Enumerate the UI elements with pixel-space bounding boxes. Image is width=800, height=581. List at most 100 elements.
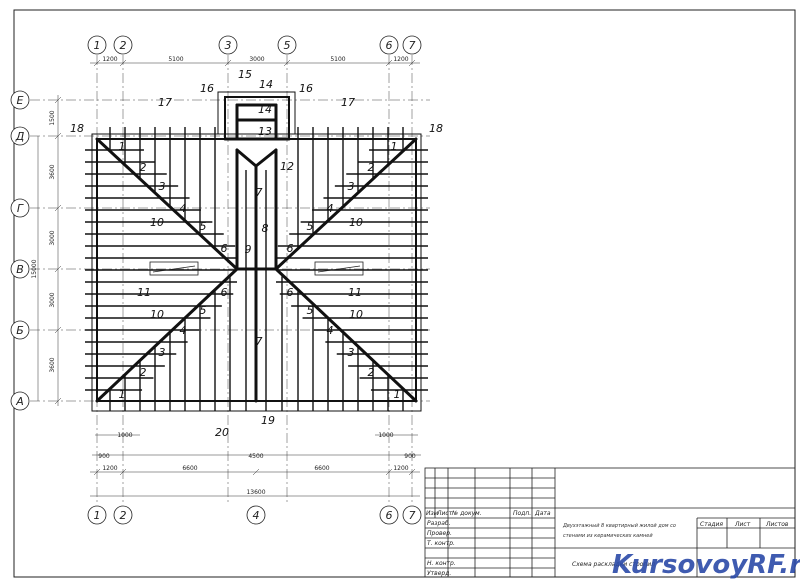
axis-label-top: 6 (386, 39, 393, 52)
element-mark: 7 (256, 335, 263, 348)
element-mark: 11 (137, 286, 151, 299)
axis-label-bottom: 2 (120, 509, 127, 522)
tb-row-approve: Утверд. (427, 570, 451, 577)
tb-row-ncontr: Н. контр. (427, 560, 456, 567)
axis-label-left: Б (16, 324, 24, 337)
axis-bubble (402, 35, 422, 55)
element-mark: 10 (150, 216, 164, 229)
tb-sheet-label: Лист (734, 521, 751, 528)
element-mark: 18 (429, 122, 443, 135)
dim-bottom-small: 1000 (378, 432, 393, 439)
dormer-vents (149, 261, 364, 276)
axis-label-bottom: 7 (409, 509, 416, 522)
axis-bubble (10, 259, 30, 279)
dim-top: 3000 (249, 56, 264, 63)
element-mark: 16 (200, 82, 214, 95)
element-mark: 4 (327, 202, 334, 215)
element-mark: 14 (259, 78, 273, 91)
tb-col-list: Лист (436, 510, 453, 517)
axis-label-bottom: 6 (386, 509, 393, 522)
axis-label-left: Е (17, 94, 24, 107)
element-mark: 13 (258, 125, 272, 138)
element-mark: 6 (287, 242, 294, 255)
tb-row-tcontr: Т. контр. (427, 540, 455, 547)
dim-top: 5100 (168, 56, 183, 63)
element-mark: 5 (200, 304, 207, 317)
tb-row-check: Провер. (427, 530, 452, 537)
element-mark: 3 (348, 180, 355, 193)
element-mark: 20 (215, 426, 229, 439)
axis-label-left: А (15, 395, 24, 408)
axis-label-bottom: 4 (253, 509, 260, 522)
axis-bubble (402, 505, 422, 525)
element-mark: 6 (221, 286, 228, 299)
element-mark: 2 (368, 366, 375, 379)
element-mark: 19 (261, 414, 275, 427)
axis-label-left: Д (15, 130, 25, 143)
axis-bubble (10, 126, 30, 146)
tb-sheet-title: Схема раскладки стропил (572, 561, 655, 568)
element-mark: 4 (180, 202, 187, 215)
element-mark: 10 (150, 308, 164, 321)
axis-label-top: 5 (284, 39, 291, 52)
dim-left: 3000 (49, 292, 56, 307)
dim-top: 5100 (330, 56, 345, 63)
element-mark: 6 (287, 286, 294, 299)
title-block-texts: Изм Лист № докум. Подп. Дата Разраб. Про… (426, 510, 789, 577)
element-mark: 5 (307, 220, 314, 233)
element-mark: 1 (119, 388, 126, 401)
dim-left: 1500 (49, 110, 56, 125)
element-mark: 1 (391, 140, 398, 153)
axis-label-left: В (16, 263, 24, 276)
element-mark: 4 (327, 324, 334, 337)
dim-bottom: 1200 (102, 465, 117, 472)
axis-label-bottom: 1 (94, 509, 101, 522)
axis-bubble (113, 35, 133, 55)
axis-label-top: 3 (225, 39, 232, 52)
axis-bubble (246, 505, 266, 525)
axis-bubble (277, 35, 297, 55)
tb-col-izm: Изм (426, 510, 439, 517)
tb-col-doc: № докум. (451, 510, 482, 517)
tb-project-line1: Двухэтажный 8 квартирный жилой дом со (562, 523, 676, 529)
element-mark: 17 (158, 96, 172, 109)
dimension-lines (37, 59, 421, 497)
element-mark: 3 (348, 346, 355, 359)
dim-bottom-small: 900 (98, 453, 110, 460)
title-block (424, 467, 796, 578)
axis-bubble (10, 198, 30, 218)
element-mark: 1 (394, 388, 401, 401)
element-mark: 4 (180, 324, 187, 337)
rafters (85, 127, 428, 411)
dim-bottom: 6600 (182, 465, 197, 472)
element-mark: 2 (140, 161, 147, 174)
dim-left: 15000 (31, 259, 38, 278)
element-mark: 2 (368, 161, 375, 174)
hip-and-ridge-lines (95, 103, 418, 403)
axis-bubble (379, 35, 399, 55)
tb-sheets-label: Листов (765, 521, 789, 528)
tb-stage-label: Стадия (700, 521, 723, 528)
dim-left: 3600 (49, 164, 56, 179)
axis-bubble (87, 35, 107, 55)
tb-col-sign: Подп. (513, 510, 531, 517)
axis-bubble (87, 505, 107, 525)
dim-top: 1200 (393, 56, 408, 63)
axis-bubble (113, 505, 133, 525)
axis-bubble (10, 391, 30, 411)
element-mark: 8 (262, 222, 269, 235)
dim-bottom: 1200 (393, 465, 408, 472)
axis-bubble (10, 320, 30, 340)
element-mark: 14 (258, 103, 272, 116)
dim-top: 1200 (102, 56, 117, 63)
tb-project-line2: стенами из керамических камней (563, 533, 653, 539)
dim-left: 3000 (49, 230, 56, 245)
element-mark: 2 (140, 366, 147, 379)
element-mark: 18 (70, 122, 84, 135)
element-mark: 10 (349, 216, 363, 229)
element-mark: 17 (341, 96, 355, 109)
axis-bubble (379, 505, 399, 525)
element-mark: 10 (349, 308, 363, 321)
